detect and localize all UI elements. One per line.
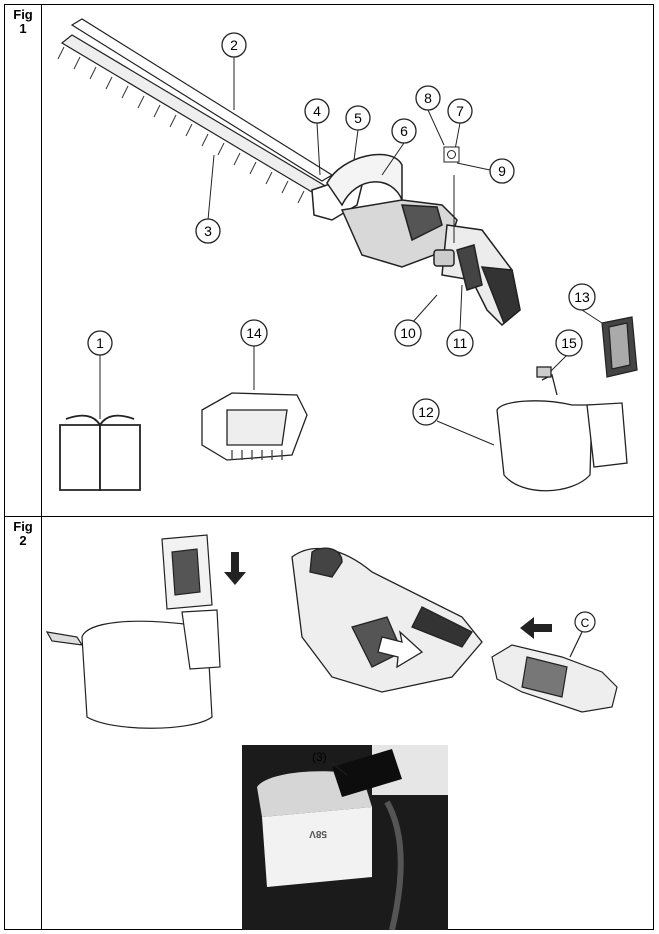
left-arrow-icon [520,617,552,639]
callout-c: C [569,611,596,658]
callout-12: 12 [412,398,440,426]
svg-text:1: 1 [96,335,104,351]
svg-text:9: 9 [498,163,506,179]
callout-5: 5 [345,105,371,131]
svg-text:6: 6 [400,123,408,139]
trimmer-body-illustration [311,153,521,327]
fig1-label-number: 1 [19,21,27,36]
fig1-label: Fig 1 [10,8,36,36]
callout-4: 4 [304,98,330,124]
callout-14: 14 [240,319,268,347]
svg-text:15: 15 [561,335,577,351]
fig2-label: Fig 2 [10,520,36,548]
svg-text:3: 3 [204,223,212,239]
blade-illustration [57,18,334,204]
svg-text:13: 13 [574,289,590,305]
svg-text:4: 4 [313,103,321,119]
callout-2: 2 [221,32,247,58]
handle-illustration [291,547,483,693]
belt-bag-illustration [45,609,221,729]
manual-book-icon [59,414,141,491]
fig2-label-number: 2 [19,533,27,548]
callout-3: 3 [195,218,221,244]
callout-11: 11 [446,329,474,357]
svg-text:14: 14 [246,325,262,341]
svg-text:(3): (3) [312,750,327,764]
down-arrow-icon [224,552,246,585]
svg-text:5: 5 [354,110,362,126]
battery-belt-bag-illustration [496,366,628,492]
callout-1: 1 [87,330,113,356]
svg-text:11: 11 [453,335,468,351]
fig1-label-word: Fig [13,7,33,22]
callout-15: 15 [555,329,583,357]
battery-insert-illustration [161,534,213,610]
insert-arrow-icon [377,630,424,669]
callout-9: 9 [489,158,515,184]
callouts: 2 3 4 5 6 8 7 9 10 11 1 14 12 15 13 [87,32,596,426]
callout-10: 10 [394,319,422,347]
svg-text:12: 12 [418,404,434,420]
battery-in-bag-photo: 58V [242,745,448,930]
power-button-icon [443,146,460,163]
callout-13: 13 [568,283,596,311]
fig2-panel: C 58V (3) [42,517,654,930]
callout-6: 6 [391,118,417,144]
connector-plug-illustration [491,644,618,713]
callout-8: 8 [415,85,441,111]
callout-3-photo: (3) [312,750,348,776]
label-column-divider [41,4,42,930]
callout-7: 7 [447,98,473,124]
battery-pack-illustration [601,316,638,378]
row-divider [4,516,654,517]
svg-text:7: 7 [456,103,464,119]
svg-text:8: 8 [424,90,432,106]
svg-text:10: 10 [400,325,416,341]
fig2-label-word: Fig [13,519,33,534]
fig1-panel: 2 3 4 5 6 8 7 9 10 11 1 14 12 15 13 [42,5,654,516]
charger-illustration [201,392,308,461]
svg-text:58V: 58V [309,828,327,839]
svg-text:C: C [581,616,590,630]
svg-text:2: 2 [230,37,238,53]
